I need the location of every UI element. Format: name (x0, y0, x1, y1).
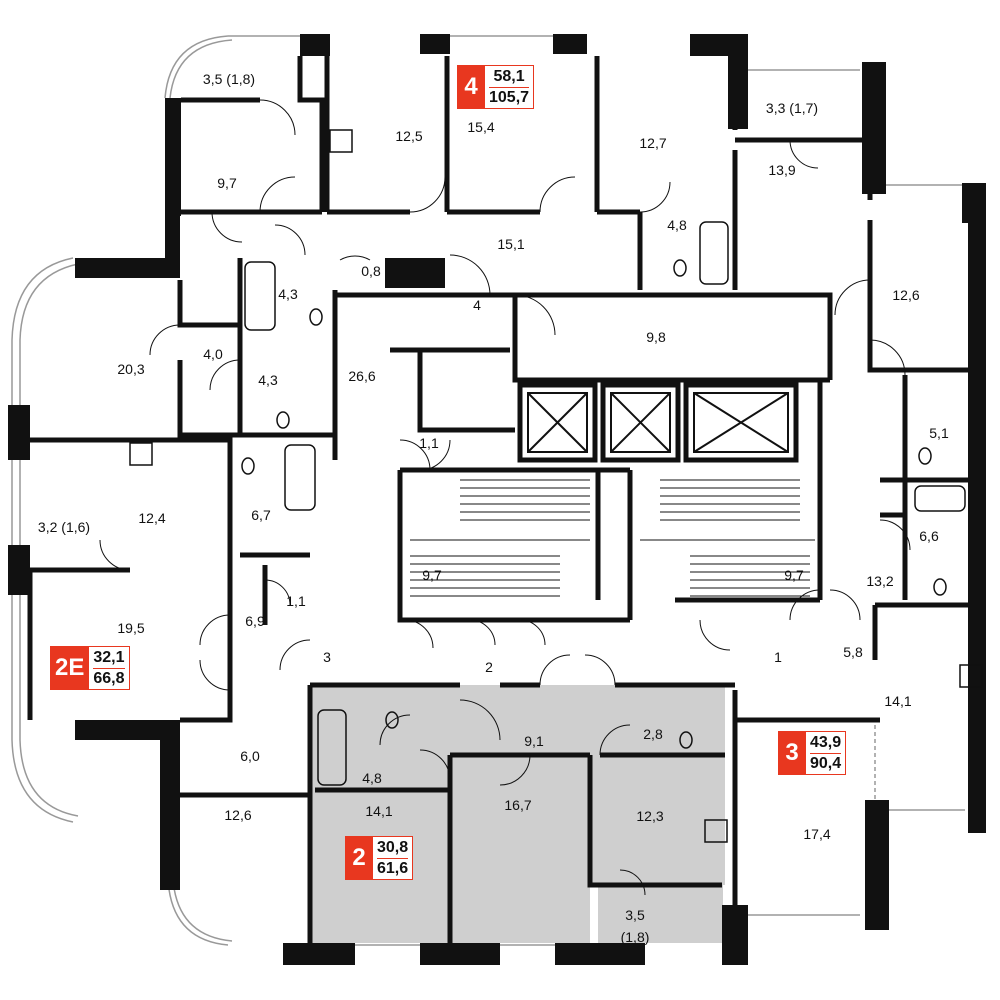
interior-walls (27, 56, 970, 945)
living-area: 30,8 (377, 838, 409, 859)
total-area: 61,6 (377, 859, 409, 877)
room-area-label: 14,1 (365, 803, 393, 819)
total-area: 90,4 (810, 754, 842, 772)
room-area-label: 3,5 (625, 907, 645, 923)
room-area-label: 4,8 (362, 770, 382, 786)
room-area-label: 12,5 (395, 128, 423, 144)
room-area-label: 1,1 (286, 593, 306, 609)
room-area-label: 12,4 (138, 510, 166, 526)
living-area: 43,9 (810, 733, 842, 754)
apartment-number: 2 (345, 836, 373, 880)
room-area-label: 17,4 (803, 826, 831, 842)
room-area-label: 2,8 (643, 726, 663, 742)
room-area-label: 4,3 (278, 286, 298, 302)
room-area-label: 3 (323, 649, 331, 665)
room-area-label: 5,8 (843, 644, 863, 660)
room-area-label: (1,8) (620, 929, 650, 945)
bathroom-fixtures (129, 129, 983, 843)
apartment-number: 2E (50, 646, 90, 690)
apartment-number: 4 (457, 65, 485, 109)
structural-walls (8, 34, 986, 965)
room-area-label: 5,1 (929, 425, 949, 441)
apartment-badge-4[interactable]: 4 58,1 105,7 (457, 65, 535, 109)
room-area-label: 26,6 (348, 368, 376, 384)
apartment-badge-2e[interactable]: 2E 32,1 66,8 (50, 646, 130, 690)
room-area-label: 4 (473, 297, 481, 313)
room-area-label: 6,9 (245, 613, 265, 629)
apartment-areas: 32,1 66,8 (89, 646, 130, 690)
room-area-label: 15,4 (467, 119, 495, 135)
room-area-label: 20,3 (117, 361, 145, 377)
apartment-areas: 30,8 61,6 (373, 836, 414, 880)
bay-windows (11, 35, 965, 946)
room-area-label: 12,6 (224, 807, 252, 823)
apartment-areas: 58,1 105,7 (485, 65, 535, 109)
stairs (410, 479, 815, 597)
room-area-label: 0,8 (361, 263, 381, 279)
room-area-label: 9,7 (217, 175, 237, 191)
door-swings (99, 99, 911, 896)
room-area-label: 3,3 (1,7) (765, 100, 819, 116)
room-area-label: 13,2 (866, 573, 894, 589)
room-area-label: 2 (485, 659, 493, 675)
room-area-label: 1 (774, 649, 782, 665)
apartment-2-highlight (310, 685, 725, 943)
room-area-label: 16,7 (504, 797, 532, 813)
room-area-label: 4,8 (667, 217, 687, 233)
room-area-label: 4,3 (258, 372, 278, 388)
room-area-label: 6,7 (251, 507, 271, 523)
room-area-label: 13,9 (768, 162, 796, 178)
room-area-label: 9,1 (524, 733, 544, 749)
room-area-label: 19,5 (117, 620, 145, 636)
room-area-label: 14,1 (884, 693, 912, 709)
room-area-label: 3,5 (1,8) (202, 71, 256, 87)
apartment-areas: 43,9 90,4 (806, 731, 847, 775)
apartment-badge-2[interactable]: 2 30,8 61,6 (345, 836, 414, 880)
room-area-label: 15,1 (497, 236, 525, 252)
room-area-label: 9,7 (422, 567, 442, 583)
room-area-label: 3,2 (1,6) (37, 519, 91, 535)
total-area: 66,8 (93, 669, 125, 687)
room-area-label: 6,6 (919, 528, 939, 544)
room-area-label: 9,7 (784, 567, 804, 583)
total-area: 105,7 (489, 88, 530, 106)
room-area-label: 12,6 (892, 287, 920, 303)
apartment-number: 3 (778, 731, 806, 775)
living-area: 58,1 (489, 67, 530, 88)
room-area-label: 6,0 (240, 748, 260, 764)
room-area-label: 1,1 (419, 435, 439, 451)
living-area: 32,1 (93, 648, 125, 669)
room-area-label: 9,8 (646, 329, 666, 345)
room-area-label: 4,0 (203, 346, 223, 362)
apartment-badge-3[interactable]: 3 43,9 90,4 (778, 731, 847, 775)
room-area-label: 12,3 (636, 808, 664, 824)
elevators (517, 382, 799, 463)
room-area-label: 12,7 (639, 135, 667, 151)
